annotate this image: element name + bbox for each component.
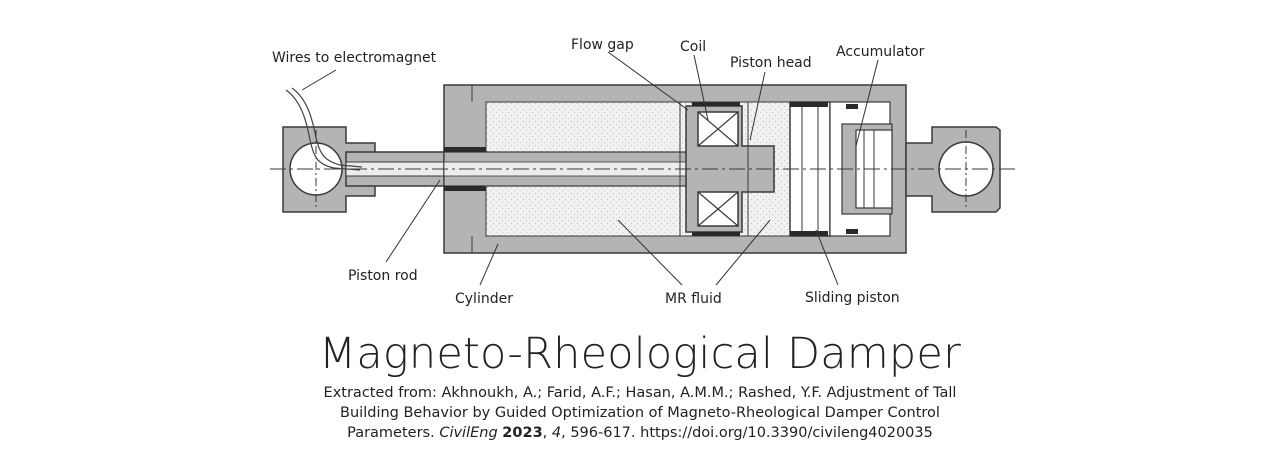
flow-gap-top-seal: [692, 102, 740, 106]
accumulator-seal-top: [846, 104, 858, 109]
label-mr-fluid: MR fluid: [665, 291, 722, 307]
left-seal-bottom: [444, 186, 486, 191]
leader-wires: [301, 69, 337, 91]
label-cylinder: Cylinder: [455, 291, 513, 307]
label-wires: Wires to electromagnet: [272, 50, 437, 66]
leader-mr-fluid-1: [617, 219, 683, 286]
label-accumulator: Accumulator: [836, 44, 925, 60]
leader-mr-fluid-2: [715, 219, 771, 286]
leader-cylinder: [479, 243, 499, 286]
label-piston-head: Piston head: [730, 55, 812, 71]
electromagnet-wire-2: [291, 87, 363, 168]
leader-sliding-piston: [815, 229, 839, 286]
citation-year: 2023: [502, 425, 543, 441]
electromagnet-wire-1: [285, 89, 361, 171]
citation-line-1: Extracted from: Akhnoukh, A.; Farid, A.F…: [323, 385, 957, 401]
citation-sep: ,: [542, 425, 552, 441]
citation-journal: CivilEng: [439, 425, 498, 441]
citation-line-3-pre: Parameters.: [347, 425, 440, 441]
accumulator-seal-bottom: [846, 229, 858, 234]
coil-top: [697, 111, 739, 147]
leader-accumulator: [855, 59, 879, 147]
citation-line-3-post: , 596-617. https://doi.org/10.3390/civil…: [561, 425, 933, 441]
citation-line-2: Building Behavior by Guided Optimization…: [340, 405, 940, 421]
coil-bottom: [697, 191, 739, 227]
page-title: Magneto-Rheological Damper: [319, 329, 961, 379]
citation-volume: 4: [551, 425, 562, 441]
leader-piston-rod: [385, 179, 441, 263]
citation-line-3: Parameters. CivilEng 2023, 4, 596-617. h…: [0, 423, 1280, 443]
leader-coil: [693, 54, 709, 121]
flow-gap-bottom-seal: [692, 232, 740, 236]
left-seal-top: [444, 147, 486, 152]
mr-damper-diagram: Wires to electromagnet Flow gap Coil Pis…: [270, 37, 1016, 307]
label-flow-gap: Flow gap: [571, 37, 634, 53]
citation: Extracted from: Akhnoukh, A.; Farid, A.F…: [0, 383, 1280, 443]
leader-flow-gap: [607, 51, 689, 111]
leader-piston-head: [749, 71, 766, 141]
label-coil: Coil: [680, 39, 706, 55]
label-piston-rod: Piston rod: [348, 268, 418, 284]
label-sliding-piston: Sliding piston: [805, 290, 900, 306]
